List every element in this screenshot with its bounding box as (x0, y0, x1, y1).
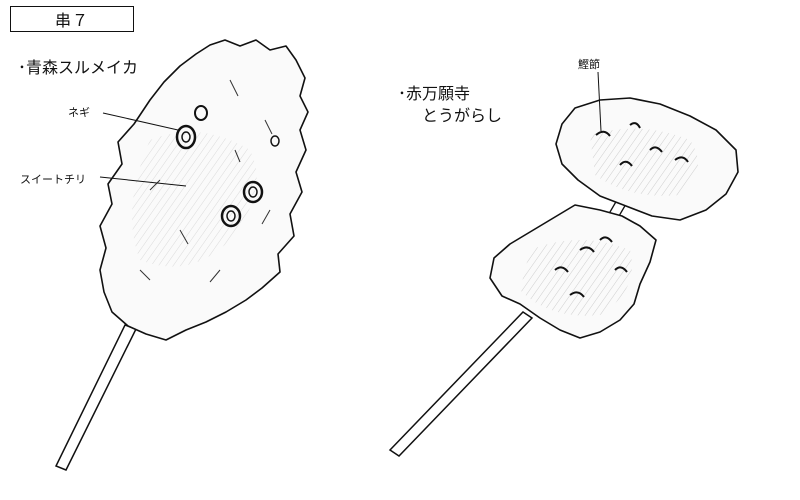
page-title: 串７ (54, 11, 89, 30)
left-skewer-stick (54, 324, 138, 471)
katsuobushi-callout-label: 鰹節 (578, 58, 600, 71)
page-title-box: 串７ (10, 6, 134, 32)
left-skewer-illustration (54, 39, 309, 471)
sauce-callout-label: スイートチリ (20, 173, 86, 186)
right-item-name-line1: ･赤万願寺 (398, 84, 471, 103)
negi-ring-icon (175, 105, 280, 228)
negi-callout-label: ネギ (68, 106, 90, 119)
right-item-name-line2: とうがらし (422, 106, 503, 125)
left-item-name: ･青森スルメイカ (18, 58, 139, 77)
katsuobushi-flake-icon (554, 122, 689, 298)
right-skewer-illustration (388, 71, 739, 457)
right-skewer-stick (388, 311, 534, 457)
